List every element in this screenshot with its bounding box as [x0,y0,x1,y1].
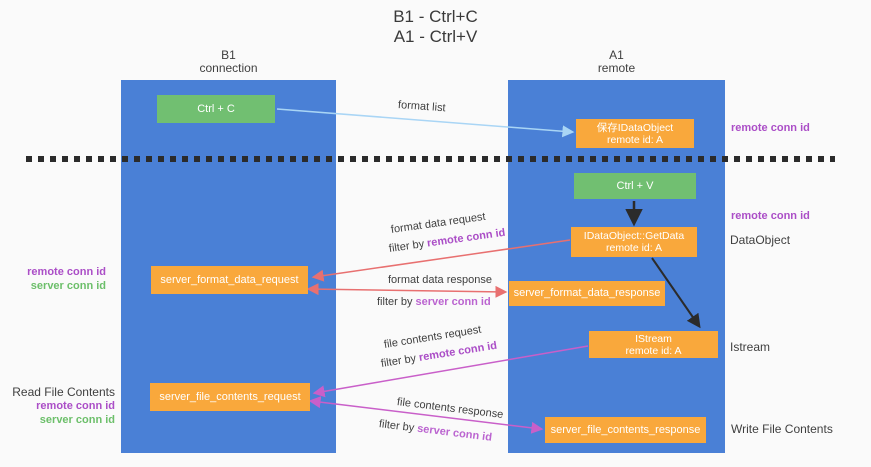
file-contents-response-label: file contents response [396,396,504,421]
save-idataobject-node: 保存IDataObject remote id: A [576,119,694,148]
left-column-role: connection [199,61,258,75]
remote-conn-id-annotation-top: remote conn id [731,122,810,134]
title-line-ctrl-c: B1 - Ctrl+C [393,7,478,26]
format-data-response-filter-label: filter by server conn id [377,296,491,308]
format-left-conn-ids: remote conn id server conn id [6,265,106,293]
idataobject-getdata-node: IDataObject::GetData remote id: A [571,227,697,257]
session-divider-dashed-line [26,156,835,162]
istream-line2: remote id: A [625,344,682,357]
right-column-header: A1 remote [508,49,725,75]
server-conn-id-text: server conn id [416,422,493,444]
diagram-title: B1 - Ctrl+C A1 - Ctrl+V [0,7,871,47]
server-file-contents-response-label: server_file_contents_response [550,423,701,436]
file-left-annotations: Read File Contents remote conn id server… [0,385,115,427]
filter-by-text: filter by [378,418,418,435]
server-format-data-response-label: server_format_data_response [513,287,661,299]
filter-by-text: filter by [388,237,428,255]
ctrl-c-node: Ctrl + C [157,95,275,123]
save-idataobject-line2: remote id: A [606,133,664,146]
istream-line1: IStream [635,332,672,345]
server-file-contents-request-label: server_file_contents_request [159,390,301,403]
istream-node: IStream remote id: A [589,331,718,358]
ctrl-c-label: Ctrl + C [197,102,235,115]
remote-conn-id-annotation: remote conn id [36,400,115,412]
server-format-data-request-node: server_format_data_request [151,266,308,294]
server-format-data-response-node: server_format_data_response [509,281,665,306]
read-file-contents-annotation: Read File Contents [12,385,115,399]
format-data-response-arrow [306,283,508,298]
file-contents-response-filter-label: filter by server conn id [378,418,492,444]
remote-conn-id-text: remote conn id [426,226,507,250]
getdata-line1: IDataObject::GetData [583,230,685,242]
istream-annotation: Istream [730,340,771,354]
ctrl-v-label: Ctrl + V [616,179,654,192]
server-conn-id-annotation: server conn id [30,280,106,292]
server-file-contents-response-node: server_file_contents_response [545,417,706,443]
remote-conn-id-annotation: remote conn id [27,266,106,278]
ctrl-v-node: Ctrl + V [574,173,696,199]
title-line-ctrl-v: A1 - Ctrl+V [393,27,478,46]
right-column-role: remote [597,61,636,75]
save-idataobject-line1: 保存IDataObject [596,121,674,134]
server-conn-id-annotation: server conn id [39,414,115,426]
server-file-contents-request-node: server_file_contents_request [150,383,310,411]
getdata-line2: remote id: A [605,242,663,254]
remote-conn-id-annotation-mid: remote conn id [731,210,810,222]
format-list-label: format list [397,99,446,115]
dataobject-annotation: DataObject [730,233,791,247]
left-column-header: B1 connection [121,49,336,75]
server-conn-id-text: server conn id [415,296,491,308]
left-column-name: B1 [221,48,236,62]
write-file-contents-annotation: Write File Contents [731,422,833,436]
right-column-name: A1 [609,48,624,62]
filter-by-text: filter by [377,296,416,308]
format-data-response-label: format data response [388,274,492,286]
server-format-data-request-label: server_format_data_request [160,273,299,286]
filter-by-text: filter by [380,352,420,370]
